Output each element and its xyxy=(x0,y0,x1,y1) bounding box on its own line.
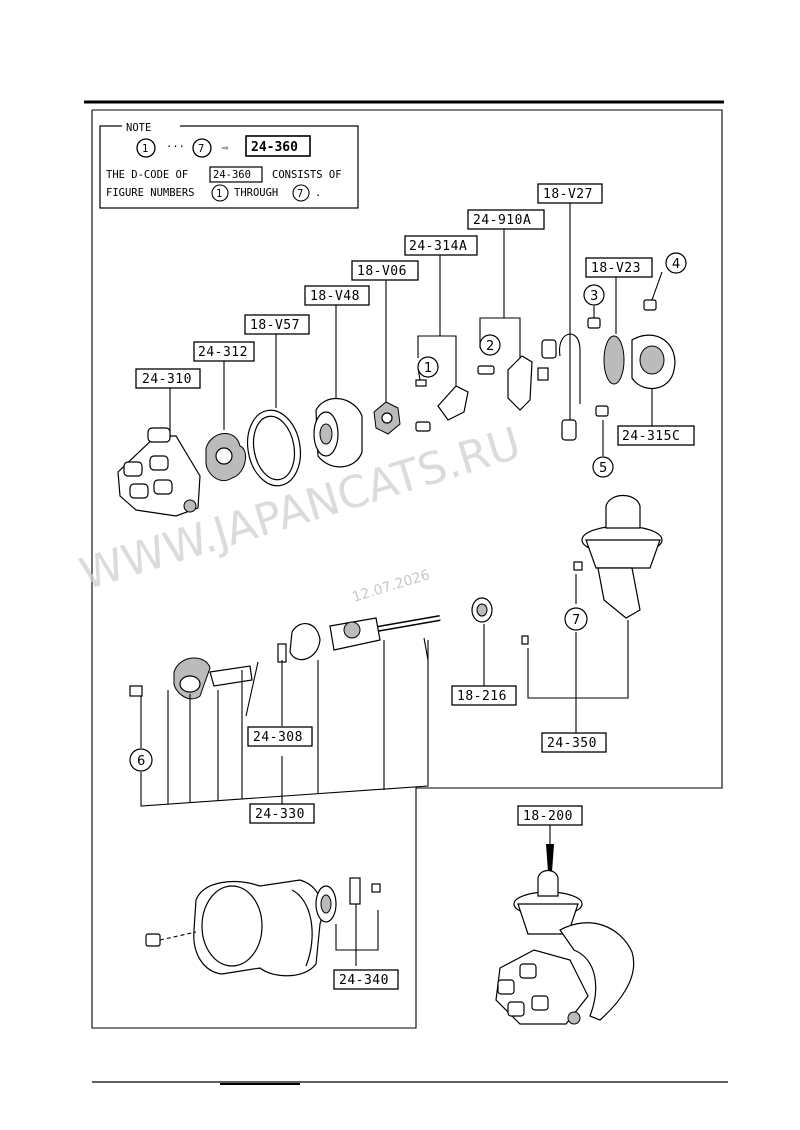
note-line2-end: . xyxy=(315,187,321,199)
note-box: NOTE 1 ··· 7 ⇨ 24-360 THE D-CODE OF 24-3… xyxy=(99,121,359,209)
svg-text:18-216: 18-216 xyxy=(457,689,507,704)
svg-text:4: 4 xyxy=(672,257,680,272)
screws xyxy=(587,299,657,417)
label-18-v48: 18-V48 xyxy=(304,285,370,306)
svg-text:18-V27: 18-V27 xyxy=(543,187,593,202)
note-line2-mid: THROUGH xyxy=(234,187,278,199)
vacuum-advancer xyxy=(521,494,663,645)
label-24-310: 24-310 xyxy=(135,368,201,389)
label-24-312: 24-312 xyxy=(193,341,255,362)
svg-text:5: 5 xyxy=(599,461,607,476)
shaft-assembly xyxy=(129,615,441,717)
note-range-start: 1 xyxy=(142,143,148,155)
ic-igniter xyxy=(603,334,676,390)
note-line2-num1: 1 xyxy=(216,188,222,200)
rotor xyxy=(205,433,247,482)
note-range-dots: ··· xyxy=(166,141,185,153)
svg-text:24-315C: 24-315C xyxy=(622,429,680,444)
label-24-350: 24-350 xyxy=(541,732,607,753)
figure-number-4: 4 xyxy=(665,252,687,274)
pickup-plate xyxy=(415,367,469,432)
note-arrow: ⇨ xyxy=(222,142,229,154)
svg-text:24-310: 24-310 xyxy=(142,372,192,387)
page-frame xyxy=(84,100,728,1085)
svg-text:3: 3 xyxy=(590,289,598,304)
figure-number-3: 3 xyxy=(583,284,605,306)
note-target-code: 24-360 xyxy=(251,140,298,155)
svg-text:24-312: 24-312 xyxy=(198,345,248,360)
figure-number-5: 5 xyxy=(592,456,614,478)
label-24-308: 24-308 xyxy=(247,726,313,747)
note-line1-post: CONSISTS OF xyxy=(272,169,342,181)
note-line1-pre: THE D-CODE OF xyxy=(106,169,188,181)
distributor-housing xyxy=(145,877,381,977)
note-line2-num2: 7 xyxy=(297,188,303,200)
svg-text:24-314A: 24-314A xyxy=(409,239,467,254)
label-24-910a: 24-910A xyxy=(467,209,545,230)
svg-text:6: 6 xyxy=(137,754,145,769)
watermark-date: 12.07.2026 xyxy=(350,567,431,606)
note-range-end: 7 xyxy=(198,143,204,155)
svg-text:18-V57: 18-V57 xyxy=(250,318,300,333)
svg-text:24-350: 24-350 xyxy=(547,736,597,751)
note-line1-code: 24-360 xyxy=(213,169,251,181)
complete-distributor xyxy=(495,824,635,1025)
label-18-216: 18-216 xyxy=(451,685,517,706)
figure-number-7: 7 xyxy=(564,607,588,631)
svg-text:18-V48: 18-V48 xyxy=(310,289,360,304)
label-24-330: 24-330 xyxy=(249,803,315,824)
svg-text:1: 1 xyxy=(424,361,432,376)
svg-text:2: 2 xyxy=(486,339,494,354)
advance-plate xyxy=(477,355,533,411)
signal-rotor xyxy=(373,401,401,435)
dust-cover xyxy=(313,397,363,468)
label-18-v27: 18-V27 xyxy=(537,183,603,204)
note-heading: NOTE xyxy=(126,122,151,134)
leader-lines-upper xyxy=(169,202,663,456)
svg-text:7: 7 xyxy=(572,613,580,628)
figure-number-2: 2 xyxy=(479,334,501,356)
note-line2-pre: FIGURE NUMBERS xyxy=(106,187,195,199)
figure-number-1: 1 xyxy=(417,356,439,378)
label-24-315c: 24-315C xyxy=(617,425,695,446)
leader-lines-lower xyxy=(140,574,629,807)
label-24-314a: 24-314A xyxy=(404,235,478,256)
label-18-v23: 18-V23 xyxy=(585,257,653,278)
lead-wire xyxy=(537,333,581,441)
svg-text:18-V06: 18-V06 xyxy=(357,264,407,279)
figure-number-6: 6 xyxy=(129,748,153,772)
svg-text:24-330: 24-330 xyxy=(255,807,305,822)
distributor-cap xyxy=(117,427,201,517)
label-18-v57: 18-V57 xyxy=(244,314,310,335)
bushing xyxy=(471,597,493,623)
svg-text:24-340: 24-340 xyxy=(339,973,389,988)
label-18-200: 18-200 xyxy=(517,805,583,826)
svg-text:18-200: 18-200 xyxy=(523,809,573,824)
svg-text:18-V23: 18-V23 xyxy=(591,261,641,276)
cap-gasket xyxy=(246,409,302,487)
svg-text:24-308: 24-308 xyxy=(253,730,303,745)
svg-text:24-910A: 24-910A xyxy=(473,213,531,228)
label-18-v06: 18-V06 xyxy=(351,260,419,281)
label-24-340: 24-340 xyxy=(333,969,399,990)
